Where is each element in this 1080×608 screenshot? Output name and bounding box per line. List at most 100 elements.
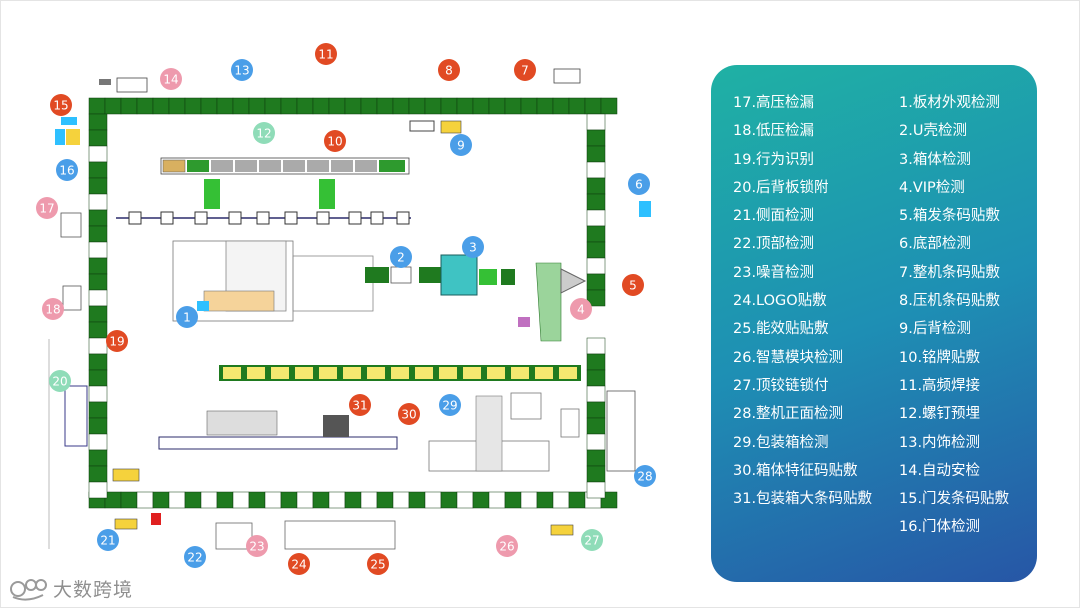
legend-item: 4.VIP检测 xyxy=(899,179,965,196)
station-marker-circle xyxy=(50,94,72,116)
station-marker-circle xyxy=(253,122,275,144)
legend-item: 24.LOGO贴敷 xyxy=(733,293,827,310)
station-marker-label: 11 xyxy=(318,48,333,62)
station-marker-circle xyxy=(36,197,58,219)
station-marker-label: 14 xyxy=(163,73,178,87)
station-marker-28: 28 xyxy=(634,465,656,487)
station-marker-circle xyxy=(160,68,182,90)
station-marker-circle xyxy=(390,246,412,268)
legend-item: 11.高频焊接 xyxy=(899,377,981,394)
station-marker-circle xyxy=(106,330,128,352)
station-marker-circle xyxy=(176,306,198,328)
station-marker-label: 15 xyxy=(53,99,68,113)
station-marker-circle xyxy=(438,59,460,81)
station-marker-16: 16 xyxy=(56,159,78,181)
station-marker-21: 21 xyxy=(97,529,119,551)
legend-item: 8.压机条码贴敷 xyxy=(899,293,1000,310)
legend-item: 31.包装箱大条码贴敷 xyxy=(733,491,873,508)
station-marker-label: 18 xyxy=(45,303,60,317)
station-marker-circle xyxy=(450,134,472,156)
station-marker-label: 8 xyxy=(445,64,453,78)
station-marker-label: 2 xyxy=(397,251,405,265)
station-marker-6: 6 xyxy=(628,173,650,195)
legend-item: 12.螺钉预埋 xyxy=(899,406,981,423)
station-marker-circle xyxy=(514,59,536,81)
legend-item: 20.后背板锁附 xyxy=(733,179,829,196)
station-marker-circle xyxy=(570,298,592,320)
station-marker-label: 29 xyxy=(442,399,457,413)
legend-item: 9.后背检测 xyxy=(899,321,971,338)
station-marker-23: 23 xyxy=(246,535,268,557)
station-marker-label: 7 xyxy=(521,64,529,78)
station-marker-label: 17 xyxy=(39,202,54,216)
station-marker-25: 25 xyxy=(367,553,389,575)
legend-item: 29.包装箱检测 xyxy=(733,434,829,451)
peripheral-equipment xyxy=(48,68,651,550)
station-marker-circle xyxy=(439,394,461,416)
station-marker-8: 8 xyxy=(438,59,460,81)
legend-item: 6.底部检测 xyxy=(899,236,971,253)
legend-item: 16.门体检测 xyxy=(899,519,981,536)
station-marker-circle xyxy=(349,394,371,416)
station-marker-circle xyxy=(634,465,656,487)
brand-name: 大数跨境 xyxy=(53,578,134,601)
station-marker-circle xyxy=(49,370,71,392)
legend-item: 21.侧面检测 xyxy=(733,208,815,225)
station-marker-2: 2 xyxy=(390,246,412,268)
legend-item: 14.自动安检 xyxy=(899,462,981,479)
station-marker-label: 5 xyxy=(629,279,637,293)
station-marker-label: 21 xyxy=(100,534,115,548)
station-marker-30: 30 xyxy=(398,403,420,425)
station-marker-circle xyxy=(622,274,644,296)
station-marker-label: 4 xyxy=(577,303,585,317)
lower-assembly-line xyxy=(158,365,636,472)
station-marker-7: 7 xyxy=(514,59,536,81)
station-marker-label: 31 xyxy=(352,399,367,413)
brand-watermark: 大数跨境 xyxy=(9,573,133,603)
station-marker-circle xyxy=(56,159,78,181)
station-marker-circle xyxy=(628,173,650,195)
legend-item: 15.门发条码贴敷 xyxy=(899,491,1010,508)
station-marker-label: 22 xyxy=(187,551,202,565)
brand-logo-icon xyxy=(10,579,47,601)
legend-item: 13.内饰检测 xyxy=(899,434,981,451)
station-marker-label: 16 xyxy=(59,164,74,178)
station-marker-label: 9 xyxy=(457,139,465,153)
station-marker-circle xyxy=(184,546,206,568)
station-marker-20: 20 xyxy=(49,370,71,392)
station-marker-circle xyxy=(246,535,268,557)
station-marker-label: 28 xyxy=(637,470,652,484)
station-marker-1: 1 xyxy=(176,306,198,328)
station-marker-label: 27 xyxy=(584,534,599,548)
station-marker-17: 17 xyxy=(36,197,58,219)
legend-item: 17.高压检漏 xyxy=(733,95,815,111)
legend-item: 7.整机条码贴敷 xyxy=(899,264,1000,281)
legend-item: 28.整机正面检测 xyxy=(733,406,844,423)
legend-item: 27.顶铰链锁付 xyxy=(733,377,829,394)
station-marker-label: 20 xyxy=(52,375,67,389)
station-marker-label: 3 xyxy=(469,241,477,255)
station-marker-circle xyxy=(581,529,603,551)
station-marker-circle xyxy=(462,236,484,258)
station-marker-circle xyxy=(367,553,389,575)
station-marker-circle xyxy=(288,553,310,575)
station-marker-label: 13 xyxy=(234,64,249,78)
legend-item: 5.箱发条码贴敷 xyxy=(899,208,1000,225)
station-marker-31: 31 xyxy=(349,394,371,416)
station-marker-26: 26 xyxy=(496,535,518,557)
station-marker-label: 6 xyxy=(635,178,643,192)
station-marker-label: 24 xyxy=(291,558,306,572)
legend-item: 1.板材外观检测 xyxy=(899,95,1000,111)
station-marker-circle xyxy=(42,298,64,320)
station-marker-label: 26 xyxy=(499,540,514,554)
legend-item: 19.行为识别 xyxy=(733,151,815,168)
upper-assembly-line xyxy=(116,157,411,225)
station-marker-circle xyxy=(315,43,337,65)
station-marker-4: 4 xyxy=(570,298,592,320)
station-marker-27: 27 xyxy=(581,529,603,551)
station-marker-circle xyxy=(231,59,253,81)
station-marker-3: 3 xyxy=(462,236,484,258)
